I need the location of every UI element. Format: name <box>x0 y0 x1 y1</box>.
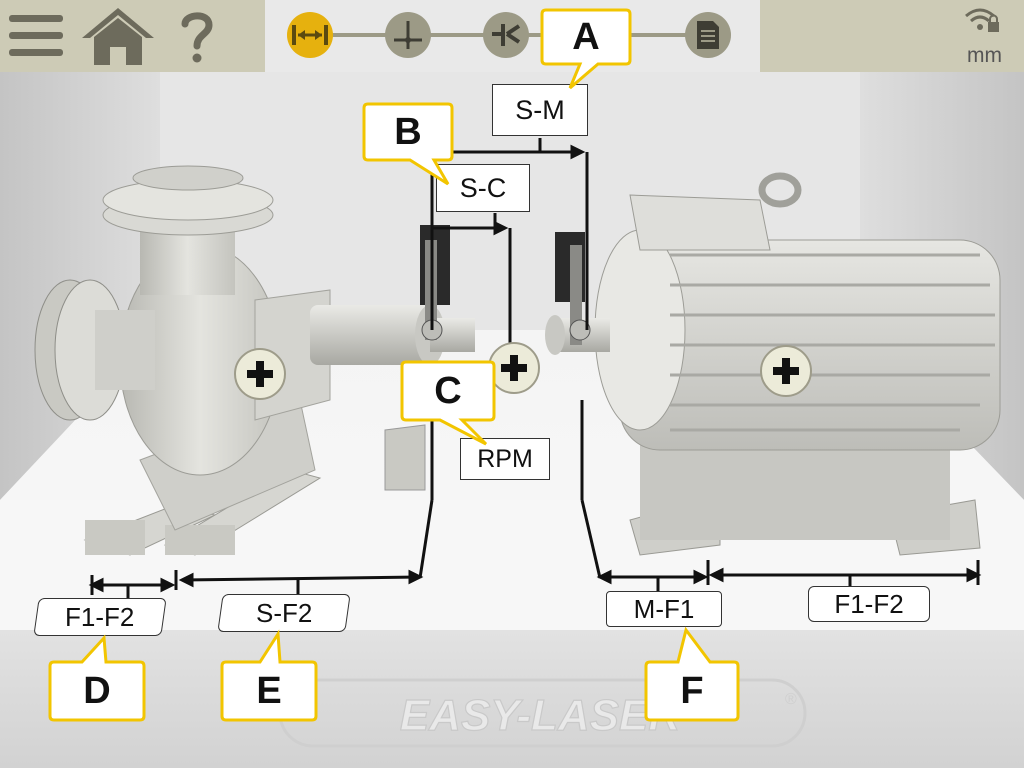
callout-b-letter: B <box>394 110 422 153</box>
m-f1-field[interactable]: M-F1 <box>606 591 722 627</box>
brand-logo-text: EASY-LASER <box>400 691 681 740</box>
unit-label: mm <box>967 44 1002 67</box>
callout-c: C <box>400 360 496 446</box>
brand-logo-registered: ® <box>785 691 797 708</box>
s-c-field[interactable]: S-C <box>436 164 530 212</box>
plus-icon <box>773 358 799 384</box>
home-button[interactable] <box>78 4 158 68</box>
f1-f2-right-field[interactable]: F1-F2 <box>808 586 930 622</box>
question-mark-icon <box>181 12 213 63</box>
s-f2-field[interactable]: S-F2 <box>217 594 351 632</box>
report-icon <box>697 21 719 49</box>
rpm-label: RPM <box>477 444 533 473</box>
distance-arrows-icon <box>292 25 328 45</box>
hamburger-menu-icon <box>9 15 63 56</box>
rpm-field[interactable]: RPM <box>460 438 550 480</box>
menu-button[interactable] <box>4 4 68 68</box>
callout-b: B <box>362 102 454 186</box>
f1-f2-left-label: F1-F2 <box>65 602 135 632</box>
brand-logo: EASY-LASER ® <box>278 678 807 748</box>
f1-f2-right-label: F1-F2 <box>834 589 904 619</box>
callout-e-letter: E <box>256 669 282 712</box>
step-values[interactable] <box>385 12 431 58</box>
wifi-locked-icon <box>965 8 999 32</box>
measure-icon <box>492 24 521 46</box>
m-f1-label: M-F1 <box>633 594 695 624</box>
step-measure[interactable] <box>483 12 529 58</box>
f1-f2-left-field[interactable]: F1-F2 <box>33 598 167 636</box>
callout-a: A <box>540 8 632 90</box>
crosshair-icon <box>394 21 422 49</box>
help-button[interactable] <box>172 4 222 68</box>
callout-e: E <box>220 629 318 722</box>
callout-d-letter: D <box>83 669 111 712</box>
home-icon <box>82 8 154 65</box>
step-navigation <box>265 0 760 72</box>
step-report[interactable] <box>685 12 731 58</box>
pump-add-button[interactable] <box>234 348 286 400</box>
callout-f: F <box>644 626 740 722</box>
coupling-add-button[interactable] <box>488 342 540 394</box>
motor-add-button[interactable] <box>760 345 812 397</box>
plus-icon <box>247 361 273 387</box>
callout-f-letter: F <box>680 669 704 712</box>
s-c-label: S-C <box>459 172 507 203</box>
s-f2-label: S-F2 <box>255 598 313 628</box>
step-distances[interactable] <box>287 12 333 58</box>
s-m-label: S-M <box>515 94 565 125</box>
toolbar-right: mm <box>760 0 1024 72</box>
callout-c-letter: C <box>434 369 462 412</box>
callout-a-letter: A <box>572 15 600 58</box>
callout-d: D <box>48 634 146 722</box>
plus-icon <box>501 355 527 381</box>
s-m-field[interactable]: S-M <box>492 84 588 136</box>
toolbar-left <box>0 0 265 72</box>
